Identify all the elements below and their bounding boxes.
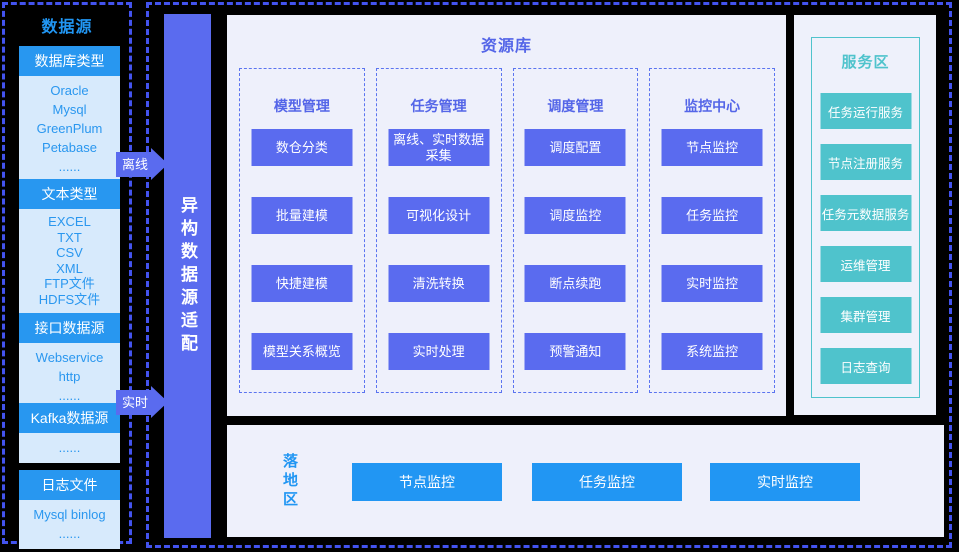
source-group-log: 日志文件 Mysql binlog ...... xyxy=(19,470,120,549)
service-button-task-metadata: 任务元数据服务 xyxy=(820,195,911,231)
repo-column-monitor-center: 监控中心 节点监控 任务监控 实时监控 系统监控 xyxy=(649,68,775,393)
column-title: 模型管理 xyxy=(273,98,330,114)
realtime-flow-arrow: 实时 xyxy=(116,386,169,418)
repo-box: 数仓分类 xyxy=(251,129,353,166)
right-arrow-icon xyxy=(151,148,169,180)
repo-box: 模型关系概览 xyxy=(251,333,353,370)
offline-flow-arrow: 离线 xyxy=(116,148,169,180)
source-group-header: 数据库类型 xyxy=(19,46,120,76)
landing-button-realtime-monitor: 实时监控 xyxy=(710,463,860,501)
landing-button-node-monitor: 节点监控 xyxy=(352,463,502,501)
source-item-ellipsis: ...... xyxy=(58,159,81,174)
repo-box: 可视化设计 xyxy=(388,197,490,234)
repo-box: 实时处理 xyxy=(388,333,490,370)
source-item: TXT xyxy=(57,229,82,245)
source-group-body: ...... xyxy=(19,433,120,463)
services-title: 服务区 xyxy=(841,54,890,71)
repo-box: 预警通知 xyxy=(524,333,626,370)
repo-box: 批量建模 xyxy=(251,197,353,234)
repo-box: 离线、实时数据采集 xyxy=(388,129,490,166)
source-item: Mysql xyxy=(52,102,87,117)
services-panel: 服务区 任务运行服务 节点注册服务 任务元数据服务 运维管理 集群管理 日志查询 xyxy=(794,15,936,415)
service-button-ops-management: 运维管理 xyxy=(820,246,911,282)
source-item: GreenPlum xyxy=(36,121,103,136)
source-item: XML xyxy=(56,260,83,276)
source-item: Oracle xyxy=(50,83,89,98)
service-button-node-register: 节点注册服务 xyxy=(820,144,911,180)
source-item: Petabase xyxy=(42,140,97,155)
platform-dashed-frame xyxy=(146,2,952,548)
data-sources-panel: 数据源 数据库类型 Oracle Mysql GreenPlum Petabas… xyxy=(2,2,132,549)
adapter-label: 异构数据源适配 xyxy=(178,195,197,357)
repo-box: 快捷建模 xyxy=(251,265,353,302)
source-group-body: Oracle Mysql GreenPlum Petabase ...... xyxy=(19,76,120,182)
source-item: HDFS文件 xyxy=(38,291,101,307)
repository-panel: 资源库 模型管理 数仓分类 批量建模 快捷建模 模型关系概览 任务管理 离线、实… xyxy=(227,15,786,416)
landing-button-task-monitor: 任务监控 xyxy=(532,463,682,501)
source-group-header: 日志文件 xyxy=(19,470,120,500)
column-title: 任务管理 xyxy=(410,98,467,114)
repo-box: 清洗转换 xyxy=(388,265,490,302)
source-group-header: Kafka数据源 xyxy=(19,403,120,433)
source-group-database: 数据库类型 Oracle Mysql GreenPlum Petabase ..… xyxy=(19,46,120,182)
repo-box: 调度配置 xyxy=(524,129,626,166)
repo-box: 调度监控 xyxy=(524,197,626,234)
services-inner-frame: 服务区 任务运行服务 节点注册服务 任务元数据服务 运维管理 集群管理 日志查询 xyxy=(811,37,920,398)
source-item-ellipsis: ...... xyxy=(58,440,81,455)
repo-box: 节点监控 xyxy=(661,129,763,166)
repo-box: 系统监控 xyxy=(661,333,763,370)
source-item: FTP文件 xyxy=(44,276,95,291)
adapter-bar: 异构数据源适配 xyxy=(164,14,211,538)
repository-title: 资源库 xyxy=(480,38,532,55)
service-button-log-query: 日志查询 xyxy=(820,348,911,384)
realtime-arrow-label: 实时 xyxy=(116,389,152,415)
repo-box: 实时监控 xyxy=(661,265,763,302)
service-button-cluster-management: 集群管理 xyxy=(820,297,911,333)
landing-title: 落地区 xyxy=(281,453,298,510)
source-group-body: Mysql binlog ...... xyxy=(19,500,120,549)
source-item: http xyxy=(58,369,81,384)
repo-box: 断点续跑 xyxy=(524,265,626,302)
right-arrow-icon xyxy=(151,386,169,418)
source-item: EXCEL xyxy=(48,214,91,229)
source-item-ellipsis: ...... xyxy=(58,388,81,403)
source-item: CSV xyxy=(56,245,83,260)
source-group-header: 接口数据源 xyxy=(19,313,120,343)
source-group-header: 文本类型 xyxy=(19,179,120,209)
landing-panel: 落地区 节点监控 任务监控 实时监控 xyxy=(227,425,944,537)
service-button-task-run: 任务运行服务 xyxy=(820,93,911,129)
source-item-ellipsis: ...... xyxy=(58,526,81,541)
source-group-kafka: Kafka数据源 ...... xyxy=(19,403,120,463)
repo-column-task-management: 任务管理 离线、实时数据采集 可视化设计 清洗转换 实时处理 xyxy=(375,68,502,393)
repository-columns: 模型管理 数仓分类 批量建模 快捷建模 模型关系概览 任务管理 离线、实时数据采… xyxy=(239,68,775,393)
column-title: 调度管理 xyxy=(547,98,604,114)
source-group-text: 文本类型 EXCEL TXT CSV XML FTP文件 HDFS文件 xyxy=(19,179,120,313)
source-group-body: EXCEL TXT CSV XML FTP文件 HDFS文件 xyxy=(19,209,120,313)
source-group-interface: 接口数据源 Webservice http ...... xyxy=(19,313,120,411)
repo-box: 任务监控 xyxy=(661,197,763,234)
source-item: Mysql binlog xyxy=(33,507,106,522)
repo-column-model-management: 模型管理 数仓分类 批量建模 快捷建模 模型关系概览 xyxy=(239,68,365,393)
repo-column-schedule-management: 调度管理 调度配置 调度监控 断点续跑 预警通知 xyxy=(512,68,639,393)
offline-arrow-label: 离线 xyxy=(116,151,152,177)
column-title: 监控中心 xyxy=(684,98,741,114)
source-group-body: Webservice http ...... xyxy=(19,343,120,411)
data-sources-title: 数据源 xyxy=(41,19,93,36)
source-item: Webservice xyxy=(35,350,104,365)
